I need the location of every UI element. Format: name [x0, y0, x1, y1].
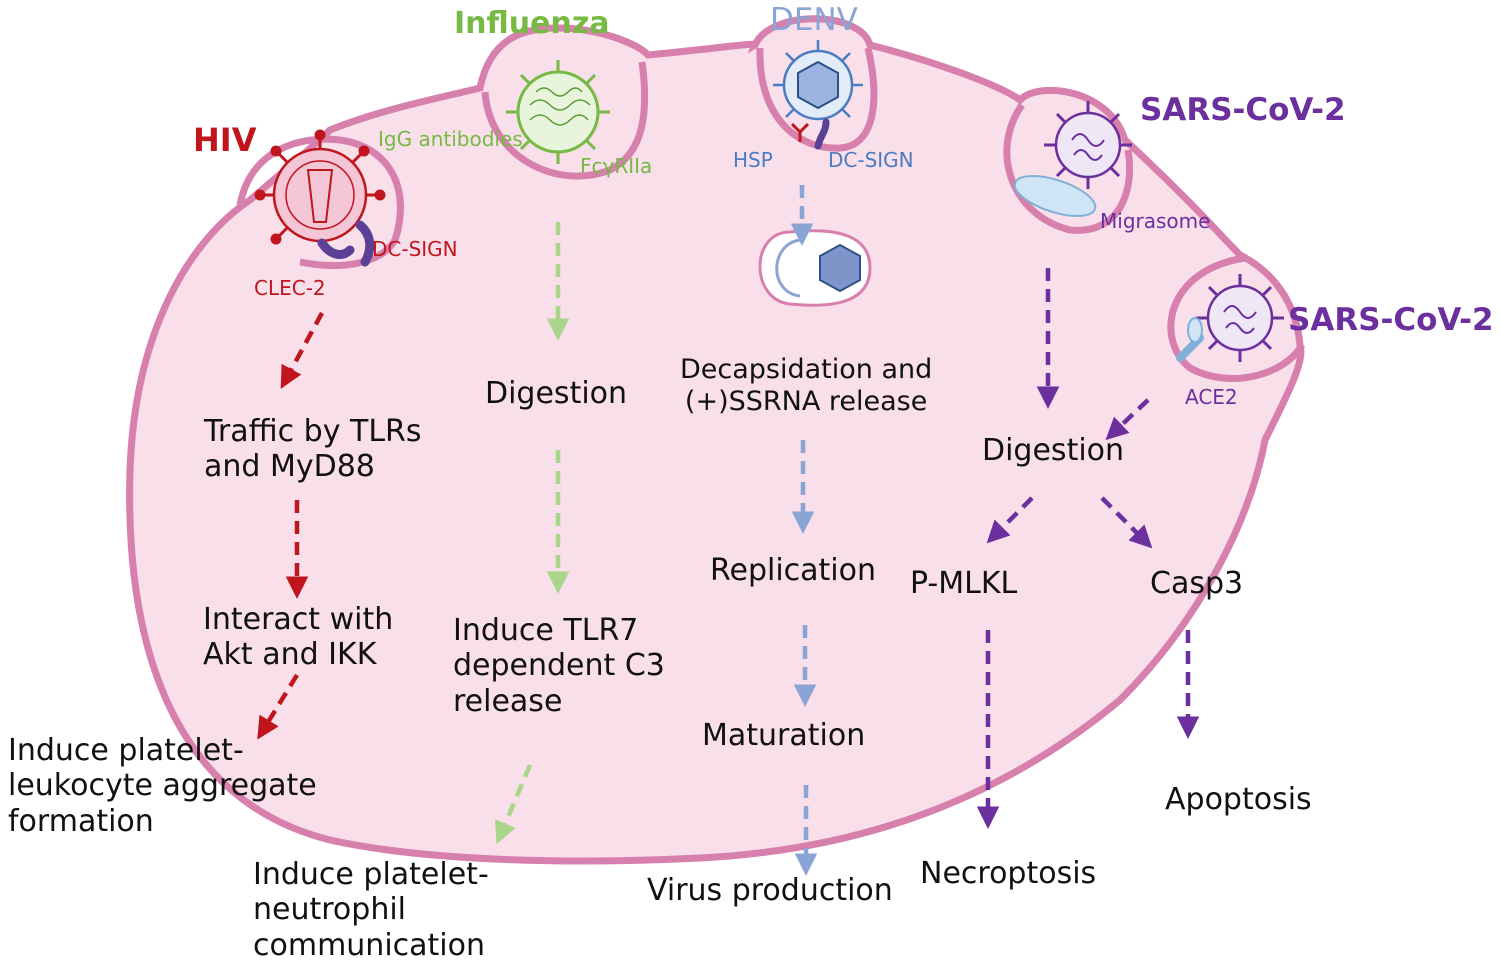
denv-title: DENV — [770, 2, 858, 38]
sars-cov-2-virion-icon — [1044, 101, 1132, 189]
hiv-clec2-label: CLEC-2 — [254, 276, 326, 300]
influenza-arrow-3 — [494, 764, 533, 845]
denv-virion-icon — [773, 40, 863, 121]
dc-sign-receptor-icon — [317, 220, 375, 267]
sars-step-digestion: Digestion — [982, 433, 1125, 468]
influenza-step-1: Digestion — [485, 376, 628, 411]
denv-step-3: Maturation — [702, 718, 866, 753]
influenza-step-2: Induce TLR7 dependent C3 release — [453, 613, 665, 719]
denv-step-1: Decapsidation and (+)SSRNA release — [680, 354, 933, 417]
ace2-receptor-icon — [1176, 317, 1204, 362]
sars-entry-pocket-1 — [1003, 102, 1134, 234]
denv-entry-pocket — [756, 47, 878, 152]
hiv-arrow-3 — [257, 673, 299, 740]
hiv-step-1: Traffic by TLRs and MyD88 — [204, 414, 422, 485]
sars-step-pmlkl: P-MLKL — [910, 566, 1018, 601]
denv-dc-sign-label: DC-SIGN — [828, 148, 914, 172]
hiv-virion-icon — [254, 129, 386, 245]
sars-entry-pocket-2 — [1167, 254, 1306, 382]
influenza-title: Influenza — [454, 6, 610, 41]
hiv-dc-sign-label: DC-SIGN — [372, 237, 458, 261]
ace2-label: ACE2 — [1185, 385, 1238, 409]
denv-step-2: Replication — [710, 553, 877, 588]
sars-arrow-2 — [1105, 398, 1150, 441]
influenza-virion-icon — [506, 60, 610, 164]
denv-step-4: Virus production — [647, 873, 893, 908]
hiv-step-2: Interact with Akt and IKK — [203, 602, 394, 673]
sars-cov-2-virion-icon-2 — [1196, 274, 1284, 362]
cell-membrane — [126, 15, 1305, 865]
migrasome-icon — [1013, 174, 1097, 218]
sars-arrow-4 — [1100, 496, 1153, 549]
migrasome-label: Migrasome — [1100, 209, 1211, 233]
hiv-step-3: Induce platelet- leukocyte aggregate for… — [8, 733, 317, 839]
hsp-receptor-icon — [790, 122, 810, 142]
denv-hsp-label: HSP — [733, 148, 773, 172]
influenza-igg-label: IgG antibodies — [378, 127, 523, 151]
sars-step-casp3: Casp3 — [1150, 566, 1244, 601]
sars-title-2: SARS-CoV-2 — [1288, 302, 1494, 338]
denv-dc-sign-receptor-icon — [814, 118, 830, 150]
sars-step-necroptosis: Necroptosis — [920, 856, 1097, 891]
hiv-arrow-1 — [280, 311, 324, 389]
influenza-entry-pocket — [481, 61, 649, 180]
sars-arrow-3 — [986, 496, 1034, 544]
sars-step-apoptosis: Apoptosis — [1165, 782, 1312, 817]
hiv-title: HIV — [193, 121, 257, 159]
influenza-step-3: Induce platelet- neutrophil communicatio… — [253, 857, 489, 963]
endosome-icon — [758, 229, 872, 307]
sars-title-1: SARS-CoV-2 — [1140, 92, 1346, 128]
influenza-fcgr-label: FcγRIIa — [580, 154, 653, 178]
